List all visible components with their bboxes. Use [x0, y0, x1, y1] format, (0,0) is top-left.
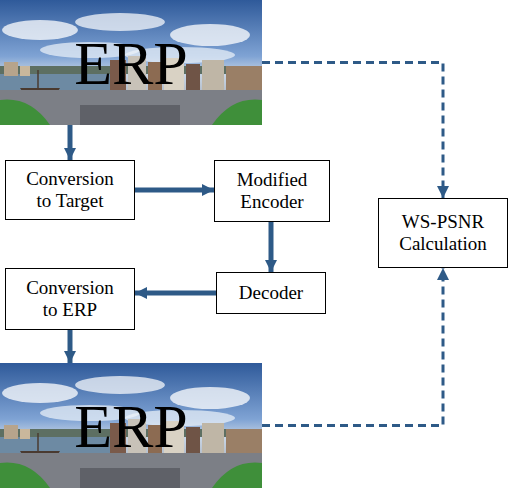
- box-label: Decoder: [239, 282, 303, 304]
- flow-arrow: [68, 125, 73, 160]
- box-label: WS-PSNR Calculation: [393, 211, 493, 255]
- flow-arrow: [68, 330, 73, 363]
- erp-image: ERP: [0, 0, 262, 125]
- flow-arrow: [135, 188, 214, 193]
- flow-arrow: [135, 291, 216, 296]
- process-box: Modified Encoder: [214, 160, 330, 222]
- process-box: WS-PSNR Calculation: [378, 198, 508, 268]
- image-label: ERP: [74, 395, 188, 457]
- box-label: Conversion to Target: [20, 168, 120, 212]
- process-box: Conversion to Target: [5, 160, 135, 220]
- box-label: Conversion to ERP: [20, 277, 120, 321]
- image-label: ERP: [74, 32, 188, 94]
- process-box: Conversion to ERP: [5, 268, 135, 330]
- box-label: Modified Encoder: [222, 169, 322, 213]
- erp-image: ERP: [0, 363, 262, 488]
- flow-arrow: [269, 222, 274, 272]
- process-box: Decoder: [216, 272, 326, 314]
